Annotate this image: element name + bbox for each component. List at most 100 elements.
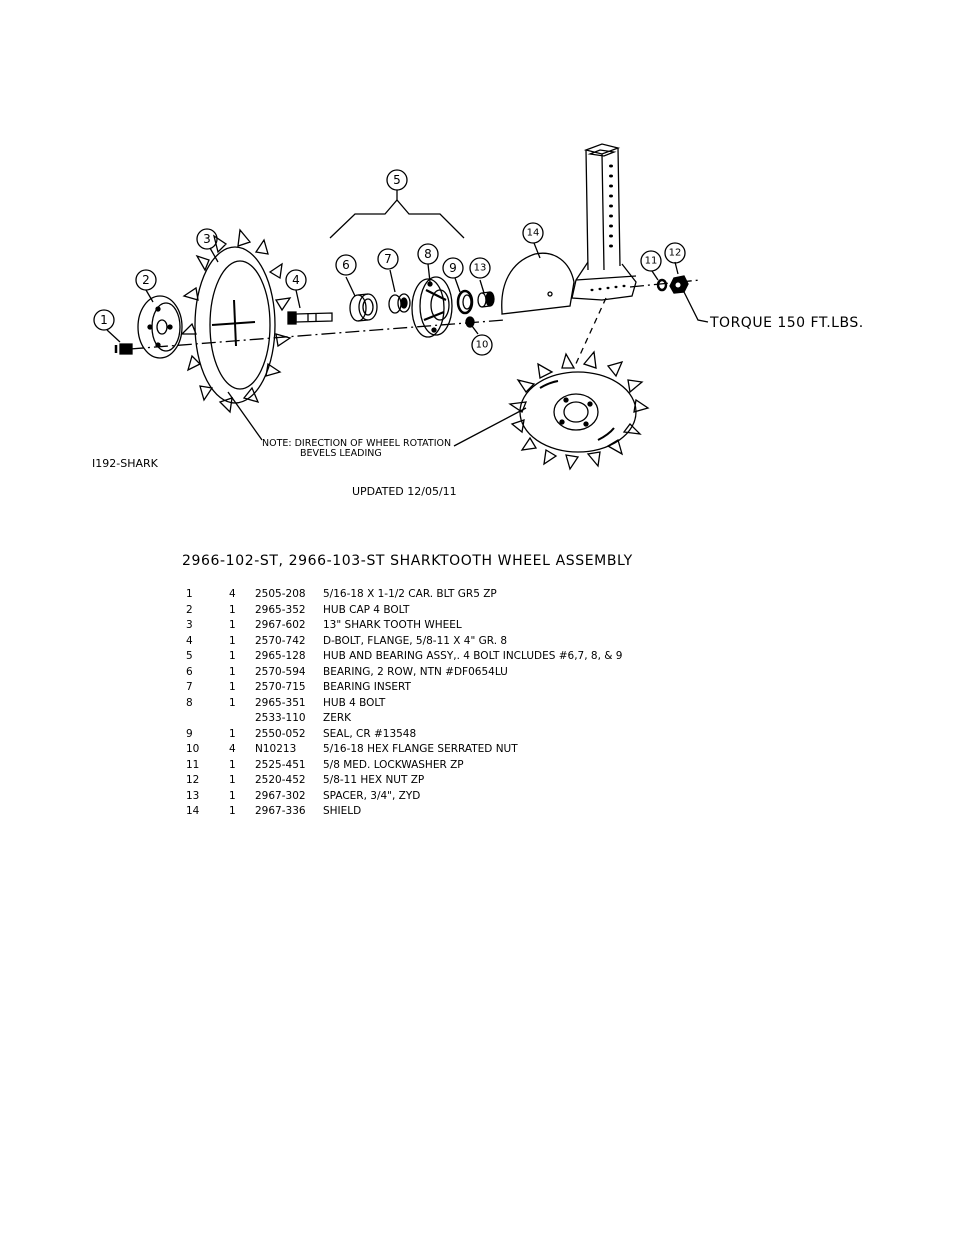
part-number: 2965-351 — [255, 696, 306, 709]
shark-tooth-wheel-front-view — [508, 350, 650, 471]
item-number: 5 — [186, 650, 193, 662]
callout-5 — [386, 169, 408, 191]
rotation-note-line1: NOTE: DIRECTION OF WHEEL ROTATION — [262, 438, 452, 449]
seal — [454, 277, 474, 315]
exploded-assembly-diagram: 1 2 3 4 5 6 7 8 9 10 11 12 13 14 — [93, 143, 709, 471]
table-row: 3 1 2967-602 13" SHARK TOOTH WHEEL — [186, 619, 622, 635]
drawing-id: I192-SHARK — [92, 457, 158, 470]
table-row: 1 4 2505-208 5/16-18 X 1-1/2 CAR. BLT GR… — [186, 588, 622, 604]
callout-8 — [417, 243, 439, 265]
table-row: 2 1 2965-352 HUB CAP 4 BOLT — [186, 604, 622, 620]
callout-label: 10 — [476, 340, 489, 351]
part-number: 2570-715 — [255, 681, 306, 693]
item-number: 10 — [186, 743, 200, 755]
carriage-bolt — [106, 329, 133, 355]
callout-label: 8 — [424, 247, 432, 261]
table-row: 2533-110 ZERK — [186, 712, 622, 728]
description: 5/8-11 HEX NUT ZP — [323, 774, 425, 786]
callout-label: 13 — [474, 263, 487, 274]
quantity: 1 — [229, 619, 236, 631]
description: D-BOLT, FLANGE, 5/8-11 X 4" GR. 8 — [323, 634, 508, 647]
quantity: 4 — [229, 588, 236, 600]
torque-leader — [683, 291, 709, 323]
callout-label: 4 — [292, 273, 300, 287]
part-number: 2520-452 — [255, 774, 306, 786]
callout-label: 5 — [393, 173, 401, 187]
table-row: 11 1 2525-451 5/8 MED. LOCKWASHER ZP — [186, 759, 622, 775]
part-number: 2550-052 — [255, 727, 306, 740]
part-number: 2967-336 — [255, 805, 306, 817]
callout-12 — [664, 242, 686, 264]
callout-2 — [135, 269, 157, 291]
description: HUB CAP 4 BOLT — [323, 603, 410, 616]
table-row: 9 1 2550-052 SEAL, CR #13548 — [186, 728, 622, 744]
item-number — [186, 712, 229, 728]
updated-date: UPDATED 12/05/11 — [352, 485, 457, 498]
item-number: 11 — [186, 758, 200, 771]
callout-11 — [640, 250, 662, 272]
callout-label: 12 — [669, 248, 682, 259]
part-number: 2570-594 — [255, 665, 306, 678]
item-number: 14 — [186, 805, 200, 817]
table-row: 5 1 2965-128 HUB AND BEARING ASSY,. 4 BO… — [186, 650, 622, 666]
rotation-note-line2: BEVELS LEADING — [300, 448, 382, 459]
part-number: 2533-110 — [255, 712, 306, 724]
group-bracket — [329, 199, 465, 239]
table-row: 8 1 2965-351 HUB 4 BOLT — [186, 697, 622, 713]
part-number: 2967-602 — [255, 619, 306, 631]
description: BEARING INSERT — [323, 681, 411, 693]
quantity: 1 — [229, 774, 236, 786]
hub — [411, 263, 453, 338]
table-row: 10 4 N10213 5/16-18 HEX FLANGE SERRATED … — [186, 743, 622, 759]
description: SPACER, 3/4", ZYD — [323, 789, 421, 802]
axis-line — [129, 319, 506, 350]
parts-list-title: 2966-102-ST, 2966-103-ST SHARKTOOTH WHEE… — [182, 553, 633, 569]
quantity: 1 — [229, 665, 236, 678]
quantity: 1 — [229, 603, 236, 616]
quantity: 1 — [229, 650, 236, 662]
quantity: 1 — [229, 696, 236, 709]
table-row: 6 1 2570-594 BEARING, 2 ROW, NTN #DF0654… — [186, 666, 622, 682]
callout-label: 2 — [142, 273, 150, 287]
hex-nut — [669, 261, 689, 294]
callout-4 — [285, 269, 307, 291]
description: SHIELD — [323, 805, 362, 817]
part-number: 2570-742 — [255, 634, 306, 647]
item-number: 7 — [186, 681, 193, 693]
description: SEAL, CR #13548 — [323, 727, 417, 740]
quantity — [229, 712, 255, 728]
item-number: 13 — [186, 789, 200, 802]
lockwasher — [651, 270, 668, 292]
callout-3 — [196, 228, 218, 250]
description: 5/8 MED. LOCKWASHER ZP — [323, 758, 464, 771]
item-number: 12 — [186, 774, 200, 786]
bearing — [345, 276, 378, 322]
part-number: 2965-128 — [255, 650, 306, 662]
description: 13" SHARK TOOTH WHEEL — [323, 619, 462, 631]
item-number: 2 — [186, 603, 193, 616]
item-number: 8 — [186, 696, 193, 709]
mounting-standard — [571, 143, 637, 301]
bearing-insert — [388, 269, 411, 314]
description: BEARING, 2 ROW, NTN #DF0654LU — [323, 665, 508, 678]
item-number: 9 — [186, 727, 193, 740]
quantity: 1 — [229, 681, 236, 693]
callout-label: 1 — [100, 313, 108, 327]
table-row: 13 1 2967-302 SPACER, 3/4", ZYD — [186, 790, 622, 806]
description: ZERK — [323, 712, 352, 724]
callout-1 — [93, 309, 115, 331]
callout-6 — [335, 254, 357, 276]
quantity: 1 — [229, 805, 236, 817]
part-number: 2505-208 — [255, 588, 306, 600]
description: 5/16-18 HEX FLANGE SERRATED NUT — [323, 743, 518, 755]
quantity: 1 — [229, 789, 236, 802]
callout-13 — [469, 257, 491, 279]
table-row: 14 1 2967-336 SHIELD — [186, 805, 622, 821]
item-number: 4 — [186, 634, 193, 647]
item-number: 6 — [186, 665, 193, 678]
callout-label: 11 — [645, 256, 658, 267]
shield — [501, 242, 575, 315]
note-leader-left — [227, 391, 263, 441]
description: 5/16-18 X 1-1/2 CAR. BLT GR5 ZP — [323, 588, 497, 600]
item-number: 3 — [186, 619, 193, 631]
